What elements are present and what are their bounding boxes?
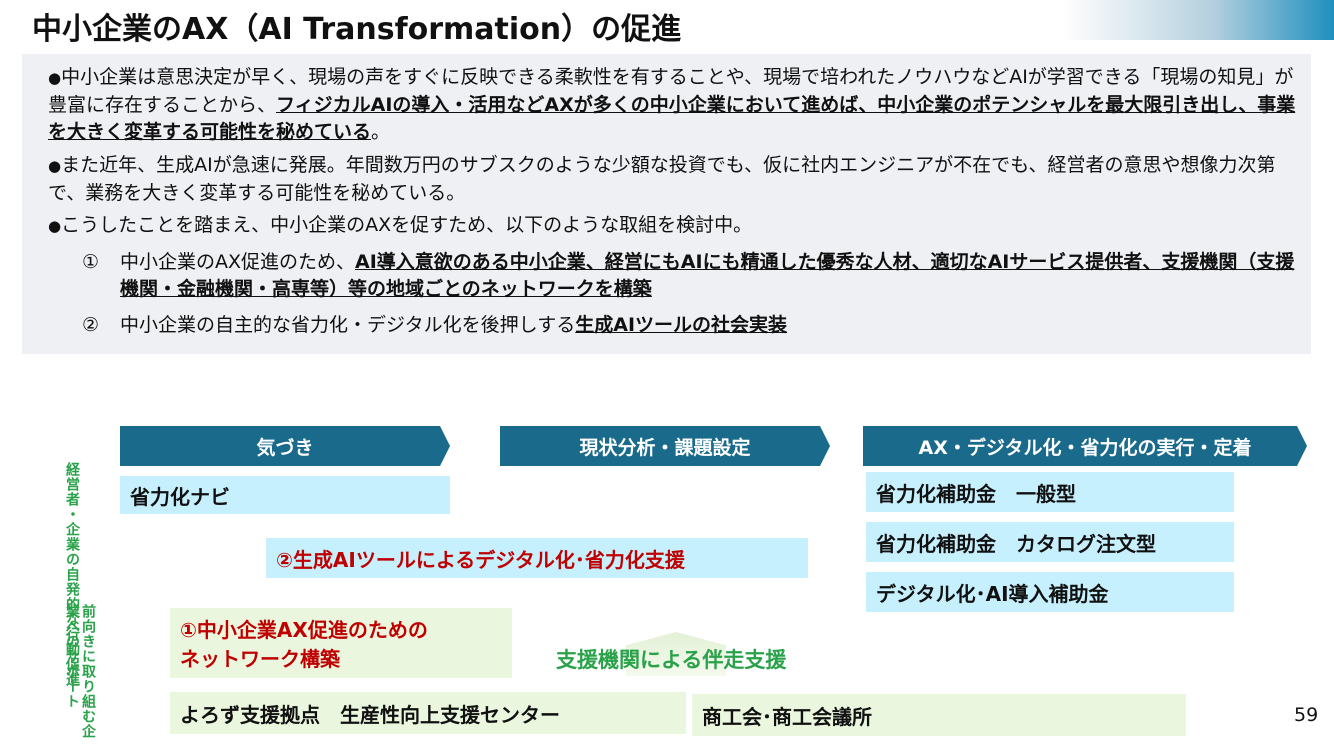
paragraph-end: 。 <box>371 121 391 143</box>
page-number: 59 <box>1294 704 1319 726</box>
stage-awareness-header: 気づき <box>120 426 450 466</box>
initiative-item-2: ② 中小企業の自主的な省力化・デジタル化を後押しする生成AIツールの社会実装 <box>82 312 1307 339</box>
initiative-item-1: ① 中小企業のAX促進のため、AI導入意欲のある中小企業、経営にもAIにも精通し… <box>82 249 1307 303</box>
side-label-promotion: 経営者・企業の自発的な行動促進 <box>64 462 80 687</box>
item-number: ② <box>82 314 100 336</box>
summary-paragraph-2: ●また近年、生成AIが急速に発展。年間数万円のサブスクのような少額な投資でも、仮… <box>48 152 1310 207</box>
item-text: 中小企業のAX促進のため、 <box>120 251 356 273</box>
genai-support-box: ②生成AIツールによるデジタル化･省力化支援 <box>266 538 808 578</box>
stage-analysis-header: 現状分析・課題設定 <box>500 426 830 466</box>
item-emphasis: AI導入意欲のある中小企業、経営にもAIにも精通した優秀な人材、適切なAIサービ… <box>120 251 1295 300</box>
subsidy-general-box: 省力化補助金 一般型 <box>866 472 1234 512</box>
bullet-icon: ● <box>48 157 62 175</box>
side-label-group: 経営者・企業の自発的な行動促進 <box>64 462 80 732</box>
item-text: 中小企業の自主的な省力化・デジタル化を後押しする <box>120 314 576 336</box>
chamber-box: 商工会･商工会議所 <box>692 694 1186 736</box>
navi-box: 省力化ナビ <box>120 476 450 514</box>
side-label-group-2: 前向きに取り組む企業へのサポート <box>64 604 96 744</box>
paragraph-text: 中小企業は意思決定が早く、現場の声をすぐに反映できる柔軟性を有することや、現場で… <box>48 66 1294 116</box>
network-line-1: ①中小企業AX促進のための <box>180 618 428 642</box>
summary-paragraph-1: ●中小企業は意思決定が早く、現場の声をすぐに反映できる柔軟性を有することや、現場… <box>48 64 1310 146</box>
subsidy-digital-box: デジタル化･AI導入補助金 <box>866 572 1234 612</box>
bullet-icon: ● <box>48 69 62 87</box>
title-decoration <box>1062 0 1334 40</box>
page-title: 中小企業のAX（AI Transformation）の促進 <box>32 12 682 47</box>
yorozu-box: よろず支援拠点 生産性向上支援センター <box>170 692 686 734</box>
stage-execution-header: AX・デジタル化・省力化の実行・定着 <box>863 426 1307 466</box>
item-number: ① <box>82 251 100 273</box>
item-emphasis: 生成AIツールの社会実装 <box>575 314 788 336</box>
subsidy-catalog-box: 省力化補助金 カタログ注文型 <box>866 522 1234 562</box>
network-line-2: ネットワーク構築 <box>180 647 340 671</box>
summary-box: ●中小企業は意思決定が早く、現場の声をすぐに反映できる柔軟性を有することや、現場… <box>22 54 1311 354</box>
side-label-support: 前向きに取り組む企業へのサポート <box>64 604 96 739</box>
paragraph-emphasis: フィジカルAIの導入・活用などAXが多くの中小企業において進めば、中小企業のポテ… <box>48 94 1296 143</box>
bullet-icon: ● <box>48 217 62 235</box>
network-box: ①中小企業AX促進のための ネットワーク構築 <box>170 608 512 678</box>
summary-paragraph-3: ●こうしたことを踏まえ、中小企業のAXを促すため、以下のような取組を検討中。 <box>48 212 1310 240</box>
paragraph-text: また近年、生成AIが急速に発展。年間数万円のサブスクのような少額な投資でも、仮に… <box>48 154 1276 204</box>
support-label: 支援機関による伴走支援 <box>556 648 787 672</box>
paragraph-text: こうしたことを踏まえ、中小企業のAXを促すため、以下のような取組を検討中。 <box>61 214 753 236</box>
